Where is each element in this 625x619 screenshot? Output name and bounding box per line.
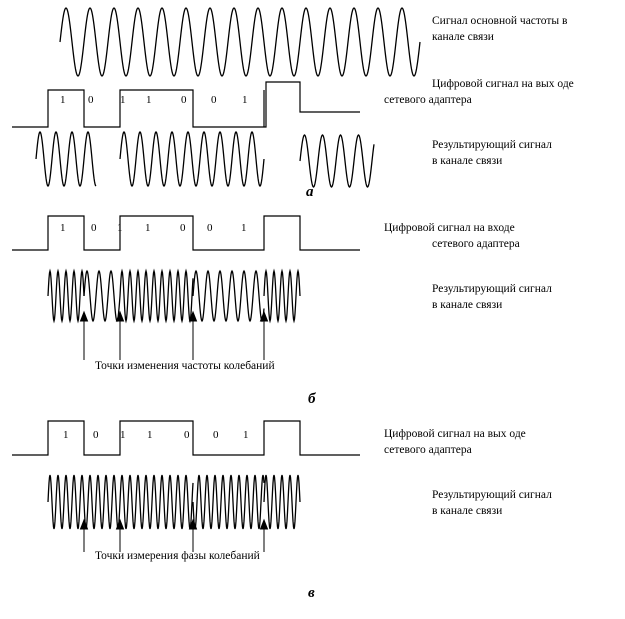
digital-signal-b xyxy=(12,215,360,251)
phase-measure-arrow-3 xyxy=(188,518,198,552)
frequency-change-arrow-1 xyxy=(79,310,89,360)
psk-seg-4 xyxy=(192,474,265,530)
bit-v-2: 0 xyxy=(93,429,99,441)
fsk-seg-3 xyxy=(119,268,194,324)
phase-measure-points-label: Точки измерения фазы колебаний xyxy=(95,550,260,562)
frequency-change-arrow-4 xyxy=(259,310,269,360)
psk-seg-2 xyxy=(83,474,121,530)
result-label-b-line2: в канале связи xyxy=(432,299,503,311)
result-label-b-line1: Результирующий сигнал xyxy=(432,283,552,295)
bit-b-5: 0 xyxy=(180,222,186,234)
digital-label-a-line2: сетевого адаптера xyxy=(384,94,472,106)
digital-label-v-line1: Цифровой сигнал на вых оде xyxy=(384,428,526,440)
fsk-seg-5 xyxy=(263,268,301,324)
fsk-seg-4 xyxy=(192,269,265,323)
bit-v-1: 1 xyxy=(63,429,69,441)
bit-v-5: 0 xyxy=(184,429,190,441)
bit-v-7: 1 xyxy=(243,429,249,441)
digital-label-b-line1: Цифровой сигнал на входе xyxy=(384,222,515,234)
result-label-a-line1: Результирующий сигнал xyxy=(432,139,552,151)
result-label-a-line2: в канале связи xyxy=(432,155,503,167)
fsk-seg-1 xyxy=(47,268,85,324)
ask-burst-1 xyxy=(35,131,97,187)
bit-b-6: 0 xyxy=(207,222,213,234)
bit-b-3: 1 xyxy=(117,222,123,234)
bit-b-1: 1 xyxy=(60,222,66,234)
frequency-change-arrow-2 xyxy=(115,310,125,360)
carrier-label-line1: Сигнал основной частоты в xyxy=(432,15,568,27)
psk-seg-5 xyxy=(263,474,301,530)
digital-signal-v xyxy=(12,420,360,456)
digital-label-a-line1: Цифровой сигнал на вых оде xyxy=(432,78,574,90)
bit-a-7: 1 xyxy=(242,94,248,106)
phase-measure-arrow-2 xyxy=(115,518,125,552)
bit-a-2: 0 xyxy=(88,94,94,106)
bit-a-3: 1 xyxy=(120,94,126,106)
result-label-v-line2: в канале связи xyxy=(432,505,503,517)
frequency-change-arrow-3 xyxy=(188,310,198,360)
bit-a-4: 1 xyxy=(146,94,152,106)
section-letter-b: б xyxy=(308,391,316,407)
result-label-v-line1: Результирующий сигнал xyxy=(432,489,552,501)
bit-b-4: 1 xyxy=(145,222,151,234)
bit-a-1: 1 xyxy=(60,94,66,106)
psk-seg-1 xyxy=(47,474,85,530)
section-letter-v: в xyxy=(308,585,315,601)
frequency-change-points-label: Точки изменения частоты колебаний xyxy=(95,360,275,372)
carrier-wave xyxy=(59,7,421,77)
bit-a-5: 0 xyxy=(181,94,187,106)
phase-measure-arrow-4 xyxy=(259,518,269,552)
bit-b-2: 0 xyxy=(91,222,97,234)
bit-v-6: 0 xyxy=(213,429,219,441)
ask-burst-2 xyxy=(119,131,265,187)
fsk-seg-2 xyxy=(83,269,121,323)
bit-v-4: 1 xyxy=(147,429,153,441)
bit-v-3: 1 xyxy=(120,429,126,441)
bit-b-7: 1 xyxy=(241,222,247,234)
ask-burst-3 xyxy=(299,134,375,188)
bit-a-6: 0 xyxy=(211,94,217,106)
digital-signal-a xyxy=(12,81,360,128)
digital-label-b-line2: сетевого адаптера xyxy=(432,238,520,250)
psk-seg-3 xyxy=(119,474,194,530)
carrier-label-line2: канале связи xyxy=(432,31,494,43)
phase-measure-arrow-1 xyxy=(79,518,89,552)
digital-label-v-line2: сетевого адаптера xyxy=(384,444,472,456)
section-letter-a: а xyxy=(306,184,314,200)
